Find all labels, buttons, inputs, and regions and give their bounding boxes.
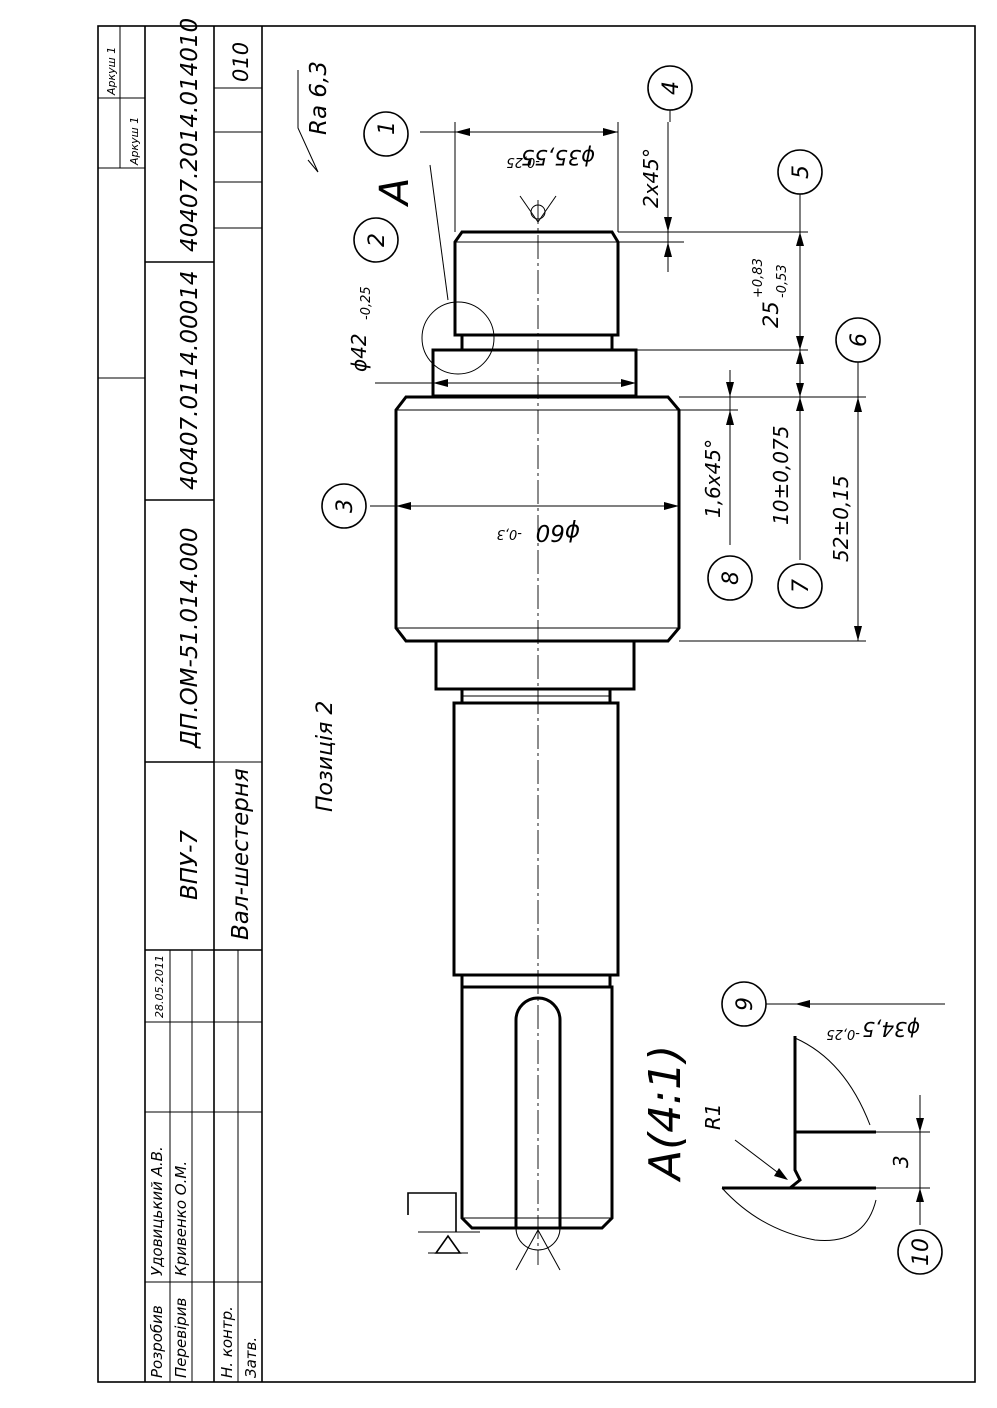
balloon-3: 3	[321, 483, 367, 529]
roughness-value: Ra 6,3	[306, 61, 332, 135]
name-checked: Кривенко О.М.	[172, 1161, 190, 1276]
detail-callout-circle	[421, 301, 495, 375]
balloon-4: 4	[647, 65, 693, 122]
arrowheads	[396, 128, 862, 641]
operation-number: 010	[229, 42, 253, 82]
part-name: Вал-шестерня	[228, 768, 254, 940]
sheet-border	[97, 25, 976, 1383]
date: 28.05.2011	[153, 955, 166, 1018]
dim-d42-tol: -0,25	[359, 286, 374, 320]
balloon-1: 1	[363, 111, 409, 157]
svg-text:6: 6	[847, 333, 872, 347]
name-developed: Удовицький А.В.	[148, 1146, 166, 1276]
title-block: Аркуш 1 Аркуш 1 40407.2014.014010 010 40…	[98, 18, 263, 1382]
position-label: Позиція 2	[313, 701, 338, 812]
svg-text:10: 10	[909, 1238, 934, 1266]
role-checked: Перевірив	[172, 1297, 190, 1378]
roughness-symbol: Ra 6,3	[297, 61, 332, 173]
dim-52-text: 52±0,15	[829, 475, 853, 562]
dim-d34-tol: -0,25	[826, 1026, 860, 1041]
svg-text:4: 4	[659, 81, 684, 95]
doc-number-1: 40407.2014.014010	[177, 18, 203, 252]
dim-d35-tol: -0,25	[506, 154, 540, 169]
dim-25-tol-up: +0,83	[751, 258, 766, 298]
doc-number-3: ДП.ОМ-51.014.000	[177, 527, 203, 749]
dim-d60-tol: -0,3	[497, 526, 522, 541]
balloon-2: 2	[353, 217, 399, 263]
detail-letter: A	[372, 178, 418, 208]
organization: ВПУ-7	[177, 830, 203, 900]
datum-support-symbol	[407, 1192, 480, 1254]
svg-text:5: 5	[789, 165, 814, 179]
dim-d34-text: ϕ34,5	[862, 1017, 920, 1041]
balloon-5: 5	[777, 149, 823, 232]
svg-text:3: 3	[333, 499, 358, 513]
dim-10-text: 10±0,075	[769, 426, 793, 525]
dimension-texts: ϕ35,55 -0,25 2x45° ϕ42 -0,25 25 +0,83 -0…	[347, 145, 853, 562]
dim-25-tol-low: -0,53	[775, 264, 790, 298]
role-approved: Затв.	[242, 1337, 260, 1378]
dim-chamfer-2x45: 2x45°	[639, 148, 663, 208]
shaft-outline	[394, 200, 681, 1271]
balloon-6: 6	[835, 317, 881, 397]
dim-25-text: 25	[759, 301, 783, 328]
dimension-lines	[370, 122, 866, 642]
balloon-10: 10	[897, 1229, 943, 1275]
dim-d35-text: ϕ35,55	[521, 145, 595, 169]
dim-d60-text: ϕ60	[536, 519, 580, 545]
dim-chamfer-16: 1,6x45°	[701, 439, 725, 518]
doc-number-2: 40407.0114.00014	[177, 271, 203, 491]
role-norm-control: Н. контр.	[218, 1306, 236, 1378]
sheet-label-2: Аркуш 1	[128, 117, 141, 166]
detail-view: A(4:1) R1 3 ϕ34,5 -0,25	[640, 1000, 945, 1241]
balloon-9: 9	[721, 981, 795, 1027]
sheet-label-1: Аркуш 1	[105, 47, 118, 96]
balloon-8: 8	[707, 555, 753, 601]
center-hole-symbol	[519, 195, 557, 223]
svg-text:9: 9	[733, 997, 758, 1011]
svg-text:7: 7	[789, 579, 814, 593]
dim-r1-text: R1	[701, 1103, 725, 1130]
svg-text:1: 1	[375, 121, 400, 135]
svg-text:2: 2	[365, 233, 390, 247]
detail-view-label: A(4:1)	[640, 1045, 691, 1183]
dim-d42-text: ϕ42	[347, 333, 371, 372]
dim-3-text: 3	[889, 1155, 913, 1168]
role-developed: Розробив	[148, 1305, 166, 1378]
svg-text:8: 8	[719, 571, 744, 585]
balloon-7: 7	[777, 563, 823, 609]
